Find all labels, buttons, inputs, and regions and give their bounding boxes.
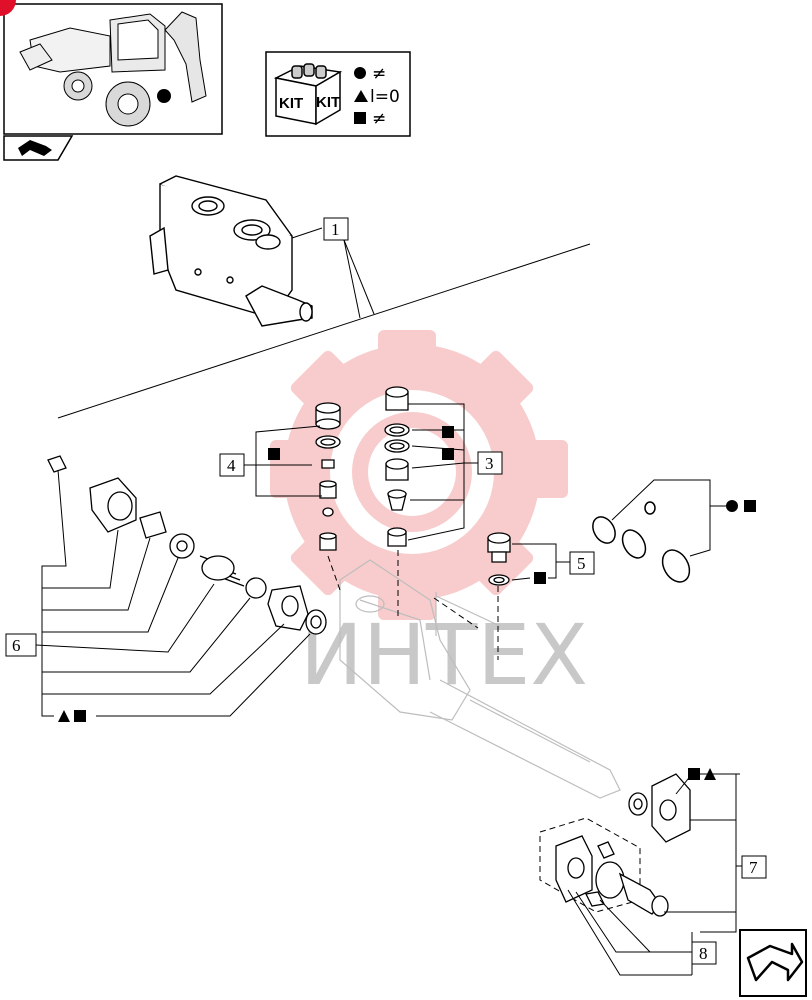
group-5-parts[interactable] [487, 532, 511, 586]
square-marker-5 [534, 572, 546, 584]
square-marker-7 [688, 768, 700, 780]
spool-assembly[interactable] [339, 559, 621, 799]
o-ring-set[interactable] [588, 501, 695, 587]
callout-8-label: 8 [699, 944, 708, 963]
callout-6-label: 6 [12, 636, 21, 655]
triangle-marker-6 [58, 710, 70, 722]
kit-legend: KIT KIT ≠ l=0 ≠ [265, 51, 411, 137]
callout-7[interactable]: 7 [741, 855, 767, 879]
machine-thumbnail[interactable] [3, 3, 223, 135]
square-marker-oring [744, 500, 756, 512]
valve-section-body[interactable] [149, 175, 313, 327]
legend-circle-icon [354, 67, 366, 79]
legend-row-1-text: ≠ [372, 64, 386, 84]
group-3-parts[interactable] [384, 386, 410, 547]
group-6-parts[interactable] [47, 455, 327, 635]
callout-1[interactable]: 1 [323, 217, 349, 241]
circle-marker [726, 500, 738, 512]
watermark-gear-icon [270, 330, 568, 620]
legend-row-3-text: ≠ [372, 109, 386, 129]
corner-marker [0, 0, 16, 16]
square-marker-3b [442, 448, 454, 460]
callout-4[interactable]: 4 [219, 453, 245, 477]
kit-box-icon [273, 63, 343, 126]
callout-7-label: 7 [749, 858, 758, 877]
group-4-parts[interactable] [315, 402, 341, 551]
triangle-marker-7 [704, 768, 716, 780]
callout-4-label: 4 [227, 456, 236, 475]
callout-1-label: 1 [331, 220, 340, 239]
nav-back-icon [18, 140, 52, 156]
square-marker-6 [74, 710, 86, 722]
square-marker [268, 448, 280, 460]
callout-5[interactable]: 5 [569, 551, 595, 575]
nav-next-icon [746, 942, 804, 982]
callout-3-label: 3 [485, 454, 494, 473]
group-8-parts[interactable] [555, 835, 669, 917]
group-7-parts[interactable] [628, 773, 691, 843]
kit-label-front: KIT [279, 95, 303, 112]
callout-5-label: 5 [577, 554, 586, 573]
square-marker-3a [442, 426, 454, 438]
legend-row-2-text: l=0 [370, 87, 400, 107]
legend-triangle-icon [354, 90, 368, 102]
legend-square-icon [354, 112, 366, 124]
watermark-text: ИНТЕХ [300, 606, 588, 704]
nav-back-button[interactable] [3, 135, 74, 161]
callout-3[interactable]: 3 [477, 451, 503, 475]
callout-8[interactable]: 8 [691, 941, 717, 965]
nav-next-button[interactable] [739, 929, 807, 997]
callout-6[interactable]: 6 [5, 633, 37, 657]
kit-label-side: KIT [316, 94, 340, 111]
